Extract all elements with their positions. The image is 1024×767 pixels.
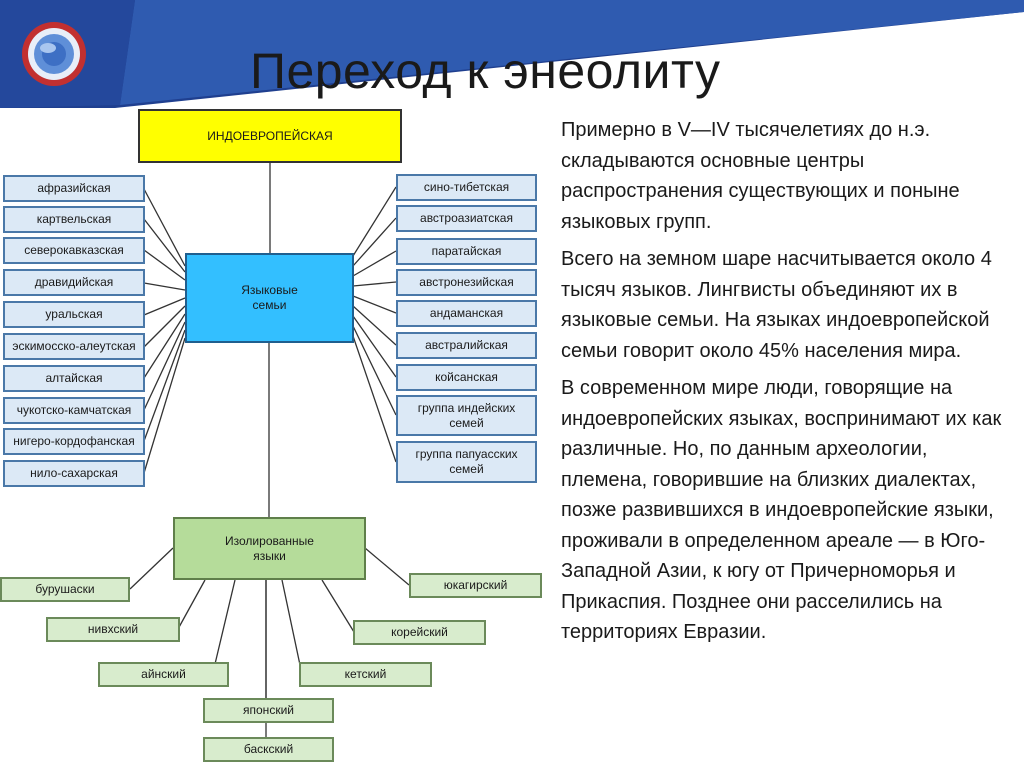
connector-left-1 (143, 218, 186, 273)
node-left-family: северокавказская (3, 237, 145, 264)
node-isolated-languages: Изолированные языки (173, 517, 366, 580)
header-banner (0, 0, 1024, 108)
node-right-family: австроазиатская (396, 205, 537, 232)
connector-iso-1 (177, 579, 206, 630)
connector-right-1 (352, 217, 397, 267)
connector-left-9 (143, 337, 186, 474)
connector-right-5 (352, 305, 397, 346)
connector-left-6 (143, 313, 186, 379)
node-isolated-language: бурушаски (0, 577, 130, 602)
node-isolated-language: юкагирский (409, 573, 542, 598)
connector-right-0 (352, 186, 397, 257)
connector-right-8 (352, 335, 397, 463)
node-left-family: нигеро-кордофанская (3, 428, 145, 455)
node-left-family: картвельская (3, 206, 145, 233)
node-isolated-language: нивхский (46, 617, 180, 642)
connector-left-2 (143, 249, 186, 281)
connector-left-3 (143, 282, 186, 291)
paragraph-3: В современном мире люди, говорящие на ин… (561, 377, 1002, 643)
node-right-family: андаманская (396, 300, 537, 327)
node-right-family: австралийская (396, 332, 537, 359)
body-text: Примерно в V—IV тысячелетиях до н.э. скл… (561, 115, 1016, 655)
connector-left-4 (143, 297, 186, 316)
paragraph-2: Всего на земном шаре насчитывается около… (561, 248, 992, 362)
connector-left-8 (143, 329, 186, 442)
node-isolated-language: японский (203, 698, 334, 723)
paragraph-1: Примерно в V—IV тысячелетиях до н.э. скл… (561, 119, 960, 233)
node-right-family: группа индейских семей (396, 395, 537, 436)
node-isolated-language: корейский (353, 620, 486, 645)
connector-iso-7 (364, 547, 410, 586)
slide-logo-icon (22, 22, 86, 86)
node-isolated-language: баскский (203, 737, 334, 762)
node-left-family: нило-сахарская (3, 460, 145, 487)
connector-iso-2 (214, 579, 236, 665)
connector-left-0 (143, 188, 186, 267)
connector-iso-6 (321, 579, 355, 633)
connector-left-5 (143, 305, 186, 348)
node-left-family: уральская (3, 301, 145, 328)
node-left-family: алтайская (3, 365, 145, 392)
node-isolated-language: кетский (299, 662, 432, 687)
node-left-family: эскимосско-алеутская (3, 333, 145, 360)
node-left-family: дравидийская (3, 269, 145, 296)
page-title: Переход к энеолиту (250, 43, 721, 99)
connector-left-7 (143, 321, 186, 411)
node-right-family: паратайская (396, 238, 537, 265)
node-right-family: койсанская (396, 364, 537, 391)
connector-right-3 (352, 281, 397, 287)
node-indo-european: ИНДОЕВРОПЕЙСКАЯ (138, 109, 402, 163)
node-left-family: чукотско-камчатская (3, 397, 145, 424)
connector-iso-5 (281, 579, 301, 666)
node-right-family: австронезийская (396, 269, 537, 296)
node-language-families: Языковые семьи (185, 253, 354, 343)
connector-right-2 (352, 250, 397, 277)
node-isolated-language: айнский (98, 662, 229, 687)
node-right-family: группа папуасских семей (396, 441, 537, 483)
connector-right-7 (352, 325, 397, 416)
node-right-family: сино-тибетская (396, 174, 537, 201)
connector-right-6 (352, 315, 397, 378)
connector-iso-0 (129, 547, 174, 590)
connector-right-4 (352, 295, 397, 314)
node-left-family: афразийская (3, 175, 145, 202)
